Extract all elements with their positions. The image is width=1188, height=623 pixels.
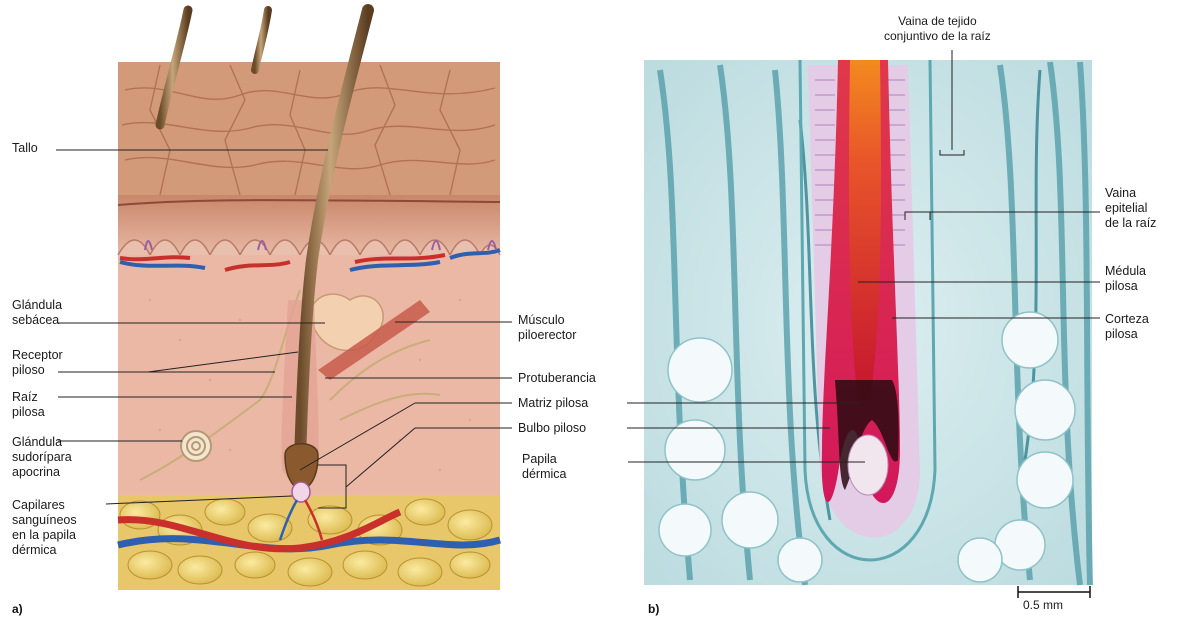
panel-letter-a: a) [12, 602, 23, 616]
scale-bar [1018, 586, 1090, 598]
label-tallo: Tallo [12, 141, 38, 156]
label-glandula-sudoripara: Glándula sudorípara apocrina [12, 435, 72, 480]
dermal-papilla-micro [848, 435, 888, 495]
label-bulbo-piloso: Bulbo piloso [518, 421, 586, 436]
panel-b-micrograph: Vaina de tejido conjuntivo de la raíz Va… [600, 0, 1188, 623]
apocrine-sweat-gland [181, 431, 211, 461]
label-corteza-pilosa: Corteza pilosa [1105, 312, 1149, 342]
label-musculo-piloerector: Músculo piloerector [518, 313, 576, 343]
label-protuberancia: Protuberancia [518, 371, 596, 386]
panel-a-illustration: Tallo Glándula sebácea Receptor piloso R… [0, 0, 640, 623]
label-matriz-pilosa: Matriz pilosa [518, 396, 588, 411]
skin-surface [118, 62, 500, 200]
label-raiz-pilosa: Raíz pilosa [12, 390, 45, 420]
label-receptor-piloso: Receptor piloso [12, 348, 63, 378]
hair-follicle-illustration [0, 0, 640, 623]
label-vaina-epitelial: Vaina epitelial de la raíz [1105, 186, 1156, 231]
panel-letter-b: b) [648, 602, 659, 616]
micrograph-image [600, 0, 1188, 623]
label-capilares: Capilares sanguíneos en la papila dérmic… [12, 498, 77, 558]
dermal-papilla [292, 482, 310, 502]
label-glandula-sebacea: Glándula sebácea [12, 298, 62, 328]
label-medula-pilosa: Médula pilosa [1105, 264, 1146, 294]
label-vaina-tejido-conjuntivo: Vaina de tejido conjuntivo de la raíz [884, 14, 991, 44]
label-papila-dermica: Papila dérmica [522, 452, 566, 482]
hair-strand [255, 10, 268, 70]
scale-bar-label: 0.5 mm [1023, 598, 1063, 613]
